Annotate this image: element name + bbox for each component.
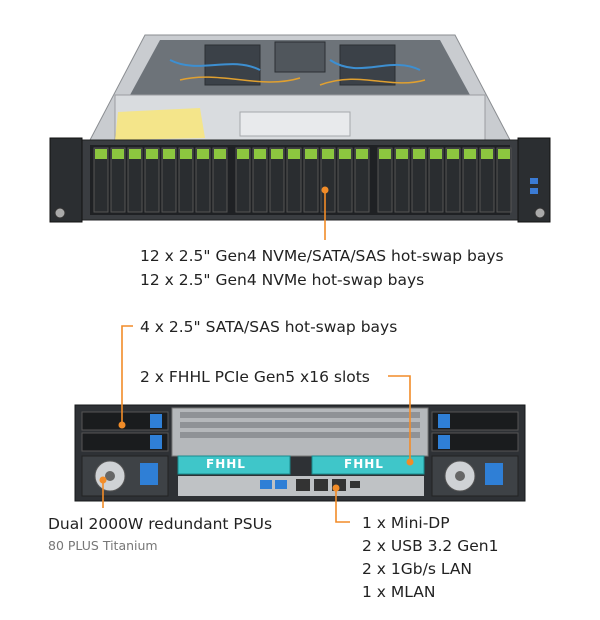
drive-bay-latch — [305, 149, 317, 159]
drive-bay — [286, 147, 302, 213]
drive-bay — [195, 147, 211, 213]
drive-bay-latch — [379, 149, 391, 159]
drive-bay-latch — [112, 149, 124, 159]
drive-bay — [394, 147, 410, 213]
pcie-slot-label-left: FHHL — [206, 457, 246, 471]
drive-bay — [303, 147, 319, 213]
drive-bay-latch — [288, 149, 300, 159]
psu-label: Dual 2000W redundant PSUs — [48, 515, 273, 533]
drive-bay — [110, 147, 126, 213]
drive-bay — [269, 147, 285, 213]
drive-bay-latch — [95, 149, 107, 159]
psu-sublabel: 80 PLUS Titanium — [48, 538, 158, 553]
io-item-lan: 2 x 1Gb/s LAN — [362, 560, 473, 578]
drive-bay-latch — [498, 149, 510, 159]
pcie-slots-label: 2 x FHHL PCIe Gen5 x16 slots — [140, 368, 370, 386]
drive-bay — [144, 147, 160, 213]
drive-bay — [93, 147, 109, 213]
drive-bay-latch — [481, 149, 493, 159]
drive-bay — [411, 147, 427, 213]
io-item-mlan: 1 x MLAN — [362, 583, 436, 601]
drive-bay-latch — [163, 149, 175, 159]
drive-bay — [496, 147, 512, 213]
drive-bay-latch — [197, 149, 209, 159]
drive-bay-latch — [271, 149, 283, 159]
drive-bay-latch — [339, 149, 351, 159]
front-bays-label-2: 12 x 2.5" Gen4 NVMe hot-swap bays — [140, 271, 425, 289]
drive-bay — [212, 147, 228, 213]
drive-bay — [178, 147, 194, 213]
drive-bay-latch — [464, 149, 476, 159]
drive-bay-latch — [237, 149, 249, 159]
drive-bay — [235, 147, 251, 213]
drive-bay — [479, 147, 495, 213]
io-item-usb: 2 x USB 3.2 Gen1 — [362, 537, 499, 555]
io-item-minidp: 1 x Mini-DP — [362, 514, 450, 532]
drive-bay-latch — [413, 149, 425, 159]
drive-bay-latch — [322, 149, 334, 159]
drive-bay — [127, 147, 143, 213]
drive-bay-latch — [146, 149, 158, 159]
drive-bay-latch — [254, 149, 266, 159]
drive-bay — [161, 147, 177, 213]
drive-bay — [428, 147, 444, 213]
drive-bay-latch — [396, 149, 408, 159]
drive-bay-latch — [447, 149, 459, 159]
drive-bay — [354, 147, 370, 213]
drive-bay — [337, 147, 353, 213]
drive-bay-latch — [430, 149, 442, 159]
drive-bay — [252, 147, 268, 213]
rear-bays-label: 4 x 2.5" SATA/SAS hot-swap bays — [140, 318, 398, 336]
drive-bay — [445, 147, 461, 213]
front-bays-label-1: 12 x 2.5" Gen4 NVMe/SATA/SAS hot-swap ba… — [140, 247, 504, 265]
drive-bay-latch — [356, 149, 368, 159]
drive-bay-latch — [214, 149, 226, 159]
drive-bay-latch — [180, 149, 192, 159]
drive-bay — [462, 147, 478, 213]
drive-bay-latch — [129, 149, 141, 159]
pcie-slot-label-right: FHHL — [344, 457, 384, 471]
drive-bay — [377, 147, 393, 213]
